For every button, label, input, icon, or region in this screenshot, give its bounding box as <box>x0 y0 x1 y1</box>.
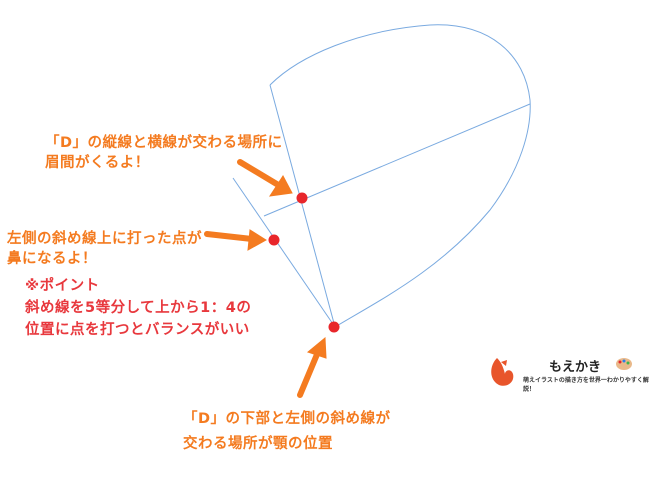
point-note-heading: ※ポイント <box>25 278 100 294</box>
head-outline <box>269 24 531 328</box>
nose-dot <box>268 234 280 246</box>
logo-tagline: 萌えイラストの描き方を世界一わかりやすく解説！ <box>523 377 649 393</box>
left-diagonal-line <box>232 177 336 328</box>
nose-note: 左側の斜め線上に打った点が 鼻になるよ！ <box>7 229 202 269</box>
nose-note-line: 鼻になるよ！ <box>7 251 97 267</box>
fox-logo-icon <box>491 358 514 386</box>
eyebrow-note-line: 「D」の縦線と横線が交わる場所に <box>45 135 283 151</box>
arrow-chin <box>297 336 327 398</box>
point-note: ※ポイント 斜め線を5等分して上から1：4の 位置に点を打つとバランスがいい <box>25 275 251 341</box>
eyebrow-note-line: 眉間がくるよ！ <box>45 155 150 171</box>
eyebrow-note: 「D」の縦線と横線が交わる場所に 眉間がくるよ！ <box>45 133 283 173</box>
horizontal-line <box>263 103 531 217</box>
d-vertical-line <box>269 84 336 328</box>
chin-dot <box>328 321 340 333</box>
logo-name: もえかき <box>549 360 602 375</box>
chin-note-line: 「D」の下部と左側の斜め線が <box>183 411 391 427</box>
nose-note-line: 左側の斜め線上に打った点が <box>7 231 202 247</box>
arrow-eyebrow <box>237 159 293 197</box>
point-note-line: 斜め線を5等分して上から1：4の <box>25 300 252 316</box>
moekaki-logo: もえかき 萌えイラストの描き方を世界一わかりやすく解説！ <box>487 354 652 393</box>
chin-note-line: 交わる場所が顎の位置 <box>183 436 333 452</box>
point-note-line: 位置に点を打つとバランスがいい <box>25 322 250 338</box>
palette-icon <box>616 358 632 370</box>
arrow-nose <box>204 229 267 251</box>
eyebrow-dot <box>296 192 308 204</box>
chin-note: 「D」の下部と左側の斜め線が 交わる場所が顎の位置 <box>183 407 391 457</box>
